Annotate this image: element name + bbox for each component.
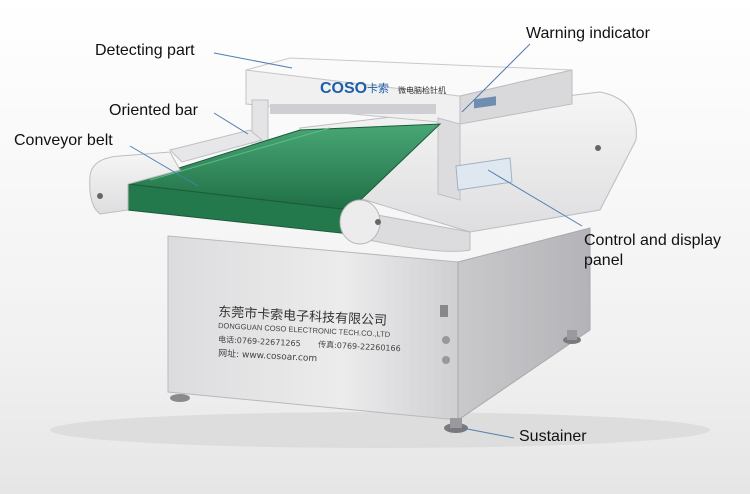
oriented-bar bbox=[169, 129, 264, 163]
leader-detecting-part bbox=[213, 52, 293, 69]
label-warning-indicator: Warning indicator bbox=[526, 25, 650, 42]
label-detecting-part: Detecting part bbox=[95, 42, 195, 59]
conveyor-end-cap bbox=[89, 145, 601, 252]
control-display-panel bbox=[455, 96, 513, 191]
leader-warning-indicator bbox=[461, 43, 531, 113]
leader-conveyor-belt bbox=[129, 145, 199, 187]
phone-number: 电话:0769-22671265 bbox=[218, 334, 301, 348]
brand-logo: COSO bbox=[320, 80, 367, 97]
base-cabinet bbox=[167, 227, 591, 421]
leader-control-panel bbox=[487, 169, 583, 227]
conveyor-belt bbox=[127, 123, 442, 235]
brand-cn: 卡索 bbox=[367, 81, 389, 95]
label-sustainer: Sustainer bbox=[519, 428, 587, 445]
label-control-display-panel: Control and display panel bbox=[584, 231, 748, 271]
label-conveyor-belt: Conveyor belt bbox=[14, 132, 113, 149]
leader-sustainer bbox=[461, 427, 515, 439]
label-oriented-bar: Oriented bar bbox=[109, 102, 198, 119]
floor-shadow bbox=[50, 412, 710, 448]
leader-oriented-bar bbox=[213, 112, 249, 135]
sustainer-feet bbox=[170, 330, 581, 433]
label-control-display-panel-line2: panel bbox=[584, 252, 624, 269]
model-name: 微电脑检针机 bbox=[398, 85, 446, 95]
leader-lines bbox=[129, 43, 583, 439]
fax-number: 传真:0769-22260166 bbox=[318, 339, 401, 353]
label-control-display-panel-line1: Control and display bbox=[584, 232, 721, 249]
